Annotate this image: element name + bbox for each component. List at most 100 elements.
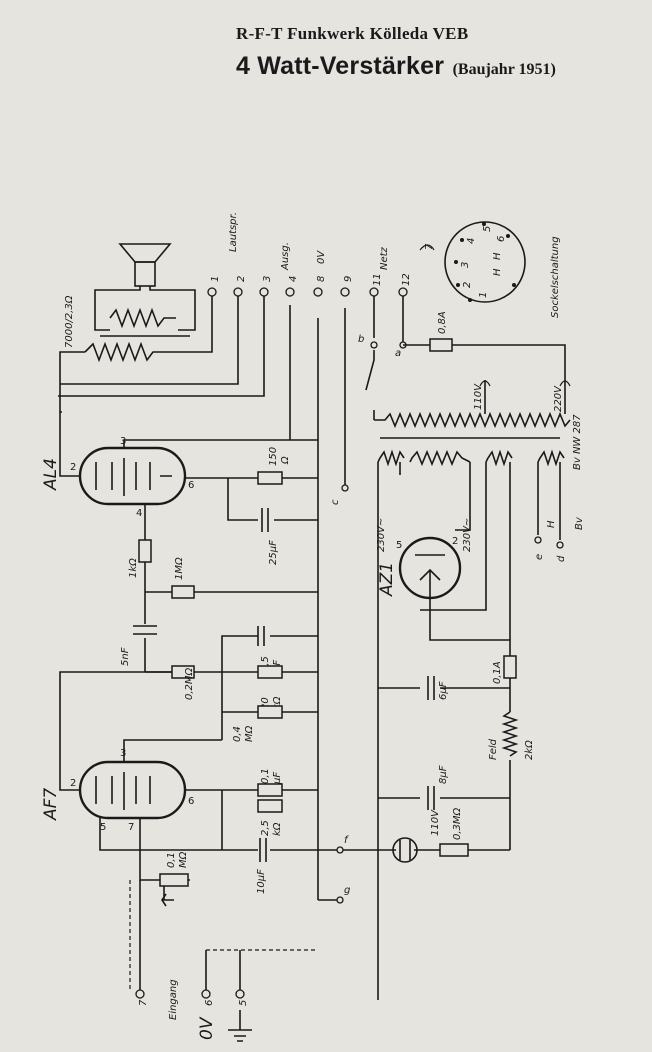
resistor-150-label: 150 [268, 447, 279, 466]
title-line: 4 Watt-Verstärker (Baujahr 1951) [236, 52, 556, 81]
af7-anode-wire [59, 671, 172, 791]
potentiometer[interactable] [159, 873, 189, 887]
terminal-4[interactable] [285, 287, 295, 297]
af7-screen-wire [123, 739, 222, 762]
resistor-150 [257, 471, 283, 485]
capacitor-6uf [427, 676, 435, 700]
node-b [370, 341, 378, 349]
af7-pin-6: 6 [188, 796, 194, 807]
header: R-F-T Funkwerk Kölleda VEB 4 Watt-Verstä… [0, 0, 652, 90]
af7-internals [95, 772, 151, 810]
al4-pin-6: 6 [188, 480, 194, 491]
fuse-ht-label: 0,1A [492, 661, 503, 684]
capacitor-0-5uf [257, 626, 265, 646]
ht-filter-wiring [340, 598, 511, 851]
capacitor-0-5uf-value: 0,5 [260, 656, 271, 672]
fuse-wire [403, 344, 566, 380]
lamp-110v [392, 837, 418, 863]
heater-bv-label: Bv [574, 516, 585, 530]
capacitor-0-1uf [257, 783, 283, 797]
grid-coupling-wiring [144, 504, 318, 740]
terminal-3-label: Ausg. [280, 242, 291, 271]
terminal-3[interactable] [259, 287, 269, 297]
al4-screen-wire [123, 439, 290, 448]
input-terminal-5[interactable] [235, 989, 245, 999]
node-g-label: g [344, 885, 350, 896]
terminal-9-number: 9 [343, 276, 354, 282]
primary-to-anode [59, 351, 85, 413]
socket-title: Sockelschaltung [550, 236, 561, 318]
terminal-12[interactable] [398, 287, 408, 297]
capacitor-5nf [133, 625, 157, 635]
rectifier-voltage-left: 230V~ [376, 518, 387, 552]
tap-110v-hook [479, 380, 491, 387]
terminal-2-number: 2 [236, 276, 247, 282]
af7-pin-2: 2 [70, 778, 76, 789]
fuse-main-label: 0,8A [437, 311, 448, 334]
output-transformer-label: 7000/2,3Ω [64, 295, 75, 348]
mains-primary-winding [374, 411, 571, 429]
node-e-label: e [534, 554, 545, 560]
svg-text:3: 3 [460, 262, 471, 268]
speaker-wires [94, 286, 196, 331]
af7-grid-wire [99, 818, 340, 872]
al4-pin-4: 4 [136, 508, 142, 519]
capacitor-25uf [261, 508, 269, 532]
input-terminal-7[interactable] [135, 989, 145, 999]
resistor-0-4m-unit: MΩ [244, 725, 255, 742]
output-transformer-primary [84, 296, 213, 363]
speaker-icon [118, 243, 172, 287]
node-f [336, 846, 344, 854]
resistor-1k-label: 1kΩ [128, 558, 139, 578]
resistor-0-3m [439, 843, 469, 857]
al4-pin-2: 2 [70, 462, 76, 473]
field-coil-value: 2kΩ [524, 740, 535, 760]
input-5-number: 5 [238, 1000, 249, 1006]
secondary-winding-3 [485, 449, 513, 467]
node-c [341, 484, 349, 492]
tap-110v-label: 110V [473, 383, 484, 410]
al4-pin-3: 3 [120, 436, 126, 447]
terminal-9[interactable] [340, 287, 350, 297]
rectifier-tube-label: AZ1 [377, 562, 397, 597]
terminal-11[interactable] [369, 287, 379, 297]
input-terminal-6[interactable] [201, 989, 211, 999]
rectifier-internals [415, 554, 445, 598]
svg-text:2: 2 [462, 282, 473, 288]
al4-cathode-wire [185, 477, 318, 521]
node-d-label: d [556, 555, 567, 562]
secondary-winding-4 [537, 449, 565, 467]
input-0v-label: 0V [197, 1016, 217, 1040]
secondary-winding-2 [409, 449, 471, 467]
preamp-tube-label: AF7 [41, 788, 61, 821]
heater-H-label: H [546, 520, 557, 528]
node-d [556, 541, 564, 549]
al4-anode-wire [59, 412, 80, 477]
lead-terminal-2 [60, 296, 239, 385]
terminal-1-number: 1 [210, 276, 221, 282]
capacitor-8uf-label: 8μF [438, 765, 449, 784]
terminal-4-number: 4 [288, 276, 299, 282]
capacitor-10uf-label: 10μF [256, 869, 267, 894]
node-f-label: f [344, 835, 349, 846]
manufacturer-line: R-F-T Funkwerk Kölleda VEB [236, 24, 469, 43]
terminal-strip: 1 Lautspr. 2 3 Ausg. 4 8 0V 9 11 Netz 12 [207, 212, 412, 297]
node-c-label: c [330, 499, 341, 505]
resistor-20k-unit: kΩ [272, 696, 283, 710]
resistor-0-3m-label: 0,3MΩ [452, 807, 463, 840]
al4-internals [95, 458, 172, 496]
ground-symbol [234, 1035, 246, 1042]
terminal-11-label: Netz [379, 246, 390, 270]
resistor-0-4m-value: 0,4 [232, 726, 243, 742]
svg-text:1: 1 [478, 292, 489, 298]
capacitor-6uf-label: 6μF [438, 681, 449, 700]
lead-terminal-3 [58, 296, 265, 397]
node-e [534, 536, 542, 544]
terminal-1[interactable] [207, 287, 217, 297]
resistor-150-unit: Ω [280, 456, 291, 465]
terminal-8[interactable] [313, 287, 323, 297]
terminal-3-number: 3 [262, 276, 273, 282]
resistor-20k [257, 665, 283, 679]
terminal-2[interactable] [233, 287, 243, 297]
